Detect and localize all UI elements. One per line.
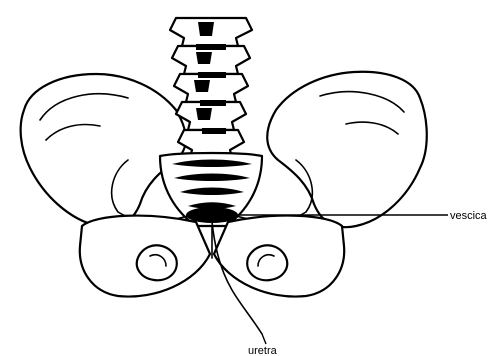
right-ilium	[267, 72, 427, 227]
left-ilium	[21, 74, 186, 227]
urethra-leader-line	[262, 334, 266, 344]
bladder	[186, 207, 238, 223]
lumbar-spine	[170, 18, 252, 158]
urethra-label: uretra	[248, 345, 278, 356]
bladder-label: vescica	[450, 210, 488, 222]
